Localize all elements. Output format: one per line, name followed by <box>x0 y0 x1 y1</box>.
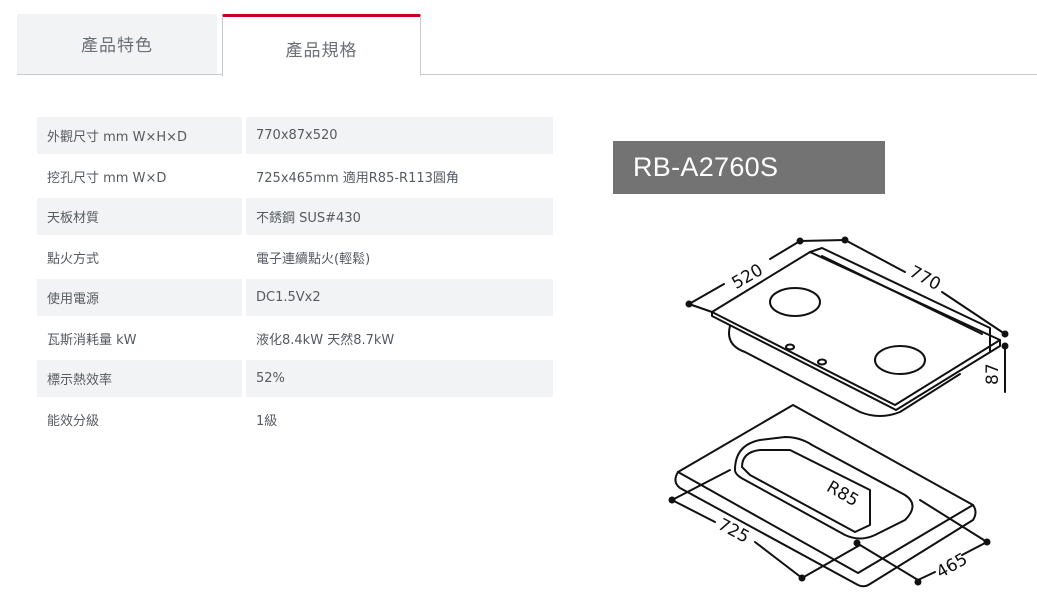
table-row: 挖孔尺寸 mm W×D 725x465mm 適用R85-R113圓角 <box>37 158 553 199</box>
spec-table: 外觀尺寸 mm W×H×D 770x87x520 挖孔尺寸 mm W×D 725… <box>37 117 553 441</box>
spec-label: 使用電源 <box>37 279 242 316</box>
svg-text:725: 725 <box>714 515 752 548</box>
svg-text:465: 465 <box>933 549 971 583</box>
spec-value: 電子連續點火(輕鬆) <box>256 251 371 267</box>
dimension-diagram: 520 770 87 725 465 R85 <box>660 225 1037 600</box>
spec-label: 挖孔尺寸 mm W×D <box>47 170 167 186</box>
spec-label: 外觀尺寸 mm W×H×D <box>37 117 242 154</box>
table-row: 點火方式 電子連續點火(輕鬆) <box>37 239 553 280</box>
spec-value: 52% <box>246 360 553 397</box>
spec-value: DC1.5Vx2 <box>246 279 553 316</box>
spec-value: 770x87x520 <box>246 117 553 154</box>
table-row: 外觀尺寸 mm W×H×D 770x87x520 <box>37 117 553 158</box>
table-row: 瓦斯消耗量 kW 液化8.4kW 天然8.7kW <box>37 320 553 361</box>
spec-value: 不銹鋼 SUS#430 <box>246 198 553 235</box>
tab-product-features[interactable]: 產品特色 <box>17 14 217 75</box>
spec-label: 能效分級 <box>47 413 100 429</box>
spec-label: 天板材質 <box>37 198 242 235</box>
model-name-badge: RB-A2760S <box>613 141 885 194</box>
spec-value: 液化8.4kW 天然8.7kW <box>256 332 395 348</box>
cooktop-dimension-drawing-icon: 520 770 87 725 465 R85 <box>668 236 1009 588</box>
svg-text:87: 87 <box>983 363 1003 385</box>
spec-label: 點火方式 <box>47 251 100 267</box>
spec-value: 1級 <box>256 413 278 429</box>
spec-value: 725x465mm 適用R85-R113圓角 <box>256 170 459 186</box>
tab-bar: 產品特色 產品規格 <box>17 14 1037 76</box>
spec-label: 標示熱效率 <box>37 360 242 397</box>
table-row: 天板材質 不銹鋼 SUS#430 <box>37 198 553 239</box>
svg-text:520: 520 <box>729 260 767 294</box>
tab-product-specs[interactable]: 產品規格 <box>222 14 421 76</box>
table-row: 標示熱效率 52% <box>37 360 553 401</box>
spec-label: 瓦斯消耗量 kW <box>47 332 137 348</box>
table-row: 能效分級 1級 <box>37 401 553 442</box>
table-row: 使用電源 DC1.5Vx2 <box>37 279 553 320</box>
tab-bar-baseline <box>17 74 1037 75</box>
